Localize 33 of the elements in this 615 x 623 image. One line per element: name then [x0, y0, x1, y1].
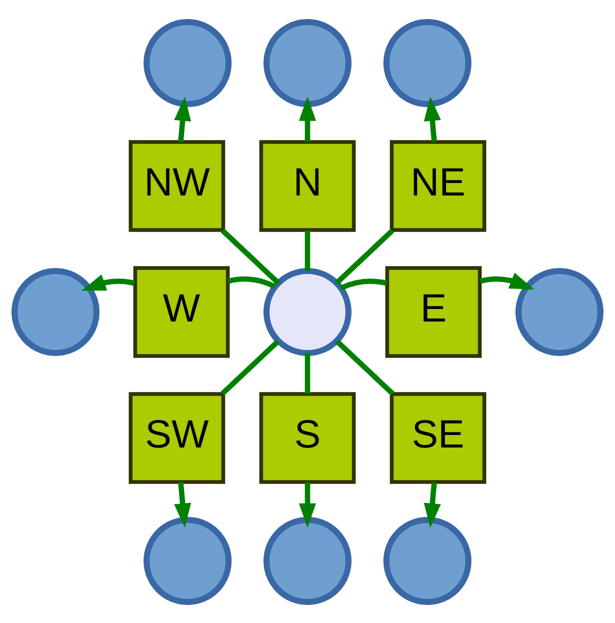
arrow [424, 481, 441, 528]
node-box: E [385, 266, 482, 358]
node-box: NE [390, 140, 486, 232]
node-box: SE [390, 392, 486, 484]
connector [340, 278, 388, 290]
connector [220, 338, 280, 396]
node-circle [12, 267, 100, 356]
connector [304, 230, 310, 270]
arrow [174, 481, 192, 528]
arrow [480, 272, 534, 289]
node-circle [144, 18, 232, 107]
node-box: SW [128, 392, 226, 484]
node-box: S [259, 392, 356, 484]
connector [220, 228, 280, 284]
arrow [174, 96, 192, 142]
connector [304, 352, 310, 394]
connector [335, 338, 394, 396]
node-circle [383, 18, 472, 107]
arrow [298, 96, 316, 142]
node-box: W [133, 266, 230, 358]
node-box: NW [128, 140, 226, 232]
node-circle [383, 516, 472, 604]
arrow [298, 482, 316, 528]
node-circle [144, 516, 232, 604]
connector [334, 228, 394, 284]
node-circle [263, 267, 352, 356]
node-box: N [259, 140, 356, 232]
arrow [424, 96, 441, 142]
arrow [81, 274, 136, 290]
node-circle [263, 18, 352, 107]
connector [228, 276, 276, 288]
node-circle [515, 267, 604, 356]
node-circle [263, 516, 352, 604]
